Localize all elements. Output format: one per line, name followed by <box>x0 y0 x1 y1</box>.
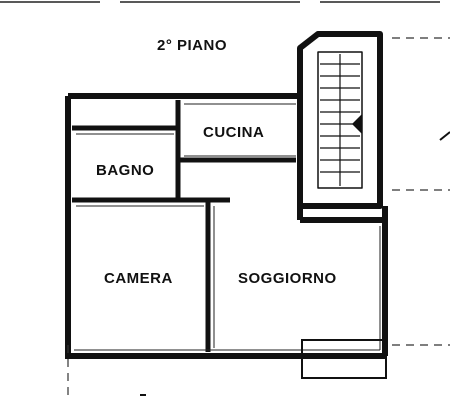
room-label-cucina: CUCINA <box>203 124 265 141</box>
dimension-lines <box>67 37 450 395</box>
floor-title: 2° PIANO <box>157 37 228 54</box>
interior-walls <box>72 100 296 352</box>
balcony <box>301 339 387 379</box>
room-label-camera: CAMERA <box>104 270 173 287</box>
outer-walls <box>65 93 388 359</box>
side-tick-marks <box>140 131 450 396</box>
room-label-soggiorno: SOGGIORNO <box>238 270 337 287</box>
stairwell <box>297 31 383 209</box>
room-label-bagno: BAGNO <box>96 162 155 179</box>
wall-details <box>74 103 381 351</box>
